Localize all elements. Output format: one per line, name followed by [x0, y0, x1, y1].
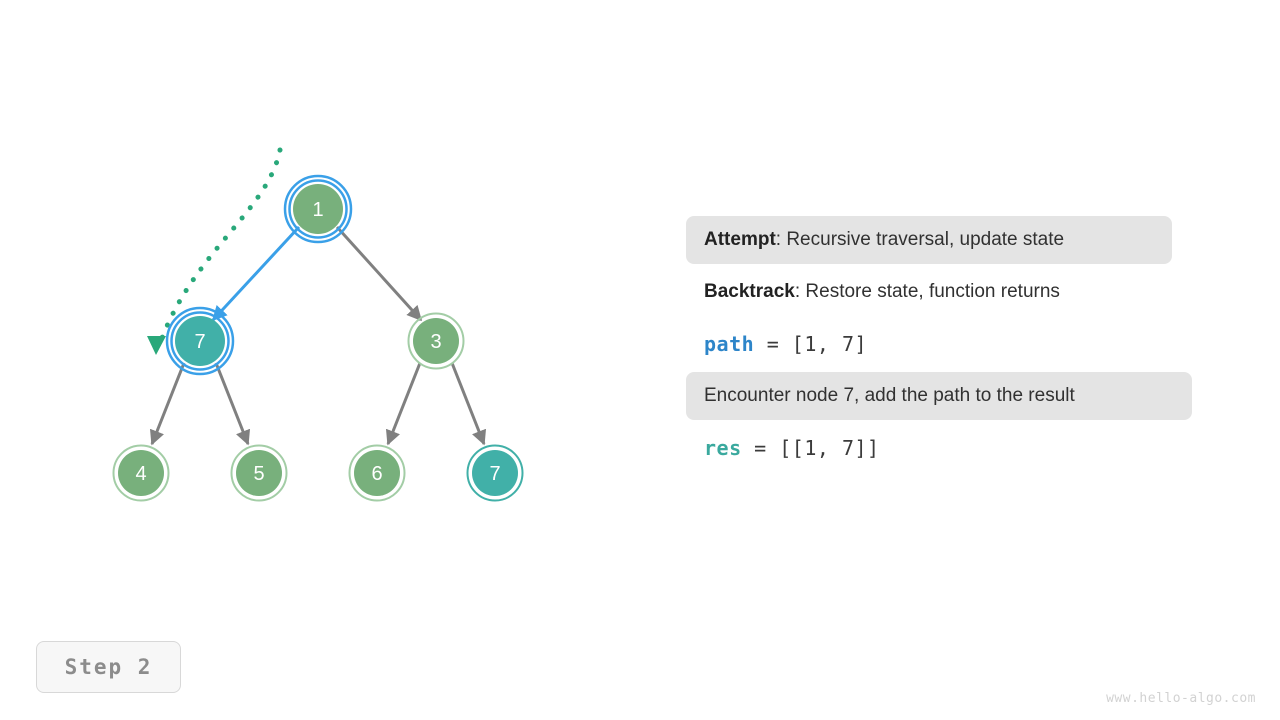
- tree-node-4[interactable]: 4: [112, 444, 170, 502]
- path-variable-row: path = [1, 7]: [686, 320, 1086, 368]
- node-7-left-circle: [175, 316, 225, 366]
- encounter-description: Encounter node 7, add the path to the re…: [704, 385, 1075, 406]
- backtrack-row: Backtrack: Restore state, function retur…: [686, 268, 1206, 316]
- node-3-ring: [407, 312, 465, 370]
- node-6-label: 6: [371, 463, 382, 485]
- node-4-label: 4: [135, 463, 146, 485]
- node-5-ring: [230, 444, 288, 502]
- node-5-circle: [236, 450, 282, 496]
- node-1-label: 1: [312, 199, 323, 221]
- edge-1-to-3: [335, 225, 423, 322]
- node-6-ring: [348, 444, 406, 502]
- node-7-left-highlight-ring: [165, 306, 235, 376]
- tree-nodes: 1 7 3 4: [112, 174, 524, 502]
- edge-7-to-5: [214, 362, 251, 446]
- node-4-ring: [112, 444, 170, 502]
- path-variable-value: = [1, 7]: [754, 332, 868, 356]
- node-5-label: 5: [253, 463, 264, 485]
- edge-1-to-7: [211, 225, 301, 322]
- node-7-leaf-label: 7: [489, 463, 500, 485]
- node-3-label: 3: [430, 331, 441, 353]
- node-7-left-label: 7: [194, 331, 205, 353]
- res-variable-value: = [[1, 7]]: [741, 436, 880, 460]
- attempt-description: : Recursive traversal, update state: [775, 229, 1065, 250]
- step-badge-label: Step 2: [64, 655, 153, 679]
- tree-node-6[interactable]: 6: [348, 444, 406, 502]
- res-variable-row: res = [[1, 7]]: [686, 424, 1086, 472]
- tree-node-7-left[interactable]: 7: [165, 306, 235, 376]
- encounter-row: Encounter node 7, add the path to the re…: [686, 372, 1192, 420]
- binary-tree-diagram: 1 7 3 4: [112, 147, 524, 502]
- node-1-inner-ring: [288, 179, 348, 239]
- node-6-circle: [354, 450, 400, 496]
- edge-3-to-7: [450, 362, 487, 446]
- node-4-circle: [118, 450, 164, 496]
- res-variable-name: res: [704, 436, 742, 460]
- path-variable-name: path: [704, 332, 755, 356]
- edge-3-to-6: [385, 362, 422, 446]
- backtrack-description: : Restore state, function returns: [794, 281, 1060, 302]
- node-7-leaf-circle: [472, 450, 518, 496]
- node-1-highlight-ring: [283, 174, 353, 244]
- node-3-circle: [413, 318, 459, 364]
- tree-node-3[interactable]: 3: [407, 312, 465, 370]
- edge-7-to-4: [149, 362, 186, 446]
- node-1-circle: [293, 184, 343, 234]
- attempt-label: Attempt: [704, 229, 776, 250]
- tree-edges: [149, 225, 487, 446]
- node-7-leaf-ring: [466, 444, 524, 502]
- node-7-left-inner-ring: [170, 311, 230, 371]
- step-badge: Step 2: [36, 641, 181, 693]
- tree-node-7-leaf[interactable]: 7: [466, 444, 524, 502]
- info-panel: Attempt: Recursive traversal, update sta…: [686, 216, 1206, 476]
- watermark: www.hello-algo.com: [1106, 691, 1256, 706]
- attempt-row: Attempt: Recursive traversal, update sta…: [686, 216, 1172, 264]
- backtrack-label: Backtrack: [704, 281, 795, 302]
- tree-node-5[interactable]: 5: [230, 444, 288, 502]
- trace-triangle-down-icon: [147, 336, 166, 355]
- tree-node-1[interactable]: 1: [283, 174, 353, 244]
